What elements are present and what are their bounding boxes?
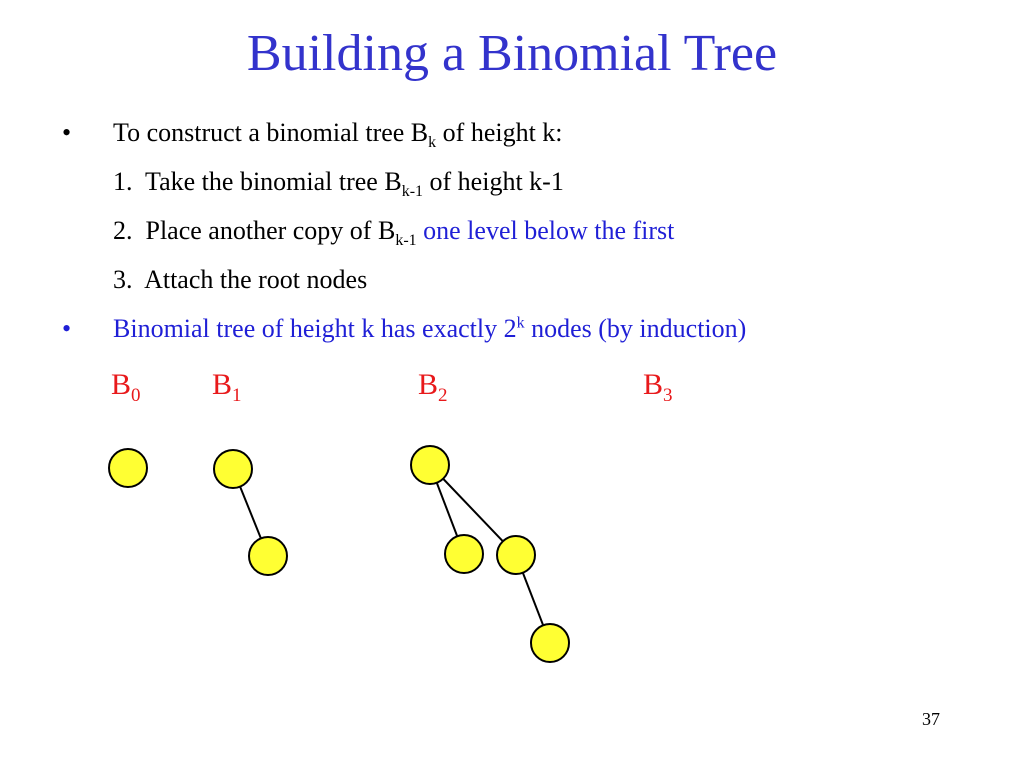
step-tail: of height k-1 (423, 167, 564, 196)
tree-label-sub: 1 (232, 385, 242, 406)
bullet-construct-sub: k (428, 134, 437, 152)
bullet-construct-text: To construct a binomial tree B (113, 118, 429, 147)
bullet-marker: • (62, 118, 72, 147)
step-text: Attach the root nodes (144, 265, 368, 294)
tree-label-letter: B (212, 368, 233, 401)
tree-label-sub: 3 (663, 385, 673, 406)
tree-label-b2: B2 (418, 368, 448, 406)
step-1: 1. Take the binomial tree Bk-1 of height… (113, 167, 564, 200)
tree-label-b3: B3 (643, 368, 673, 406)
bullet-node-count-tail: nodes (by induction) (524, 314, 747, 343)
bullet-node-count-text: Binomial tree of height k has exactly 2 (113, 314, 517, 343)
step-2: 2. Place another copy of Bk-1 one level … (113, 216, 675, 249)
tree-node-b2-left (444, 534, 484, 574)
step-sub: k-1 (401, 183, 424, 201)
page-number: 37 (922, 709, 940, 729)
tree-label-letter: B (643, 368, 664, 401)
bullet-marker: • (62, 314, 72, 343)
bullet-node-count: Binomial tree of height k has exactly 2k… (113, 314, 747, 343)
tree-label-letter: B (111, 368, 132, 401)
tree-label-letter: B (418, 368, 439, 401)
bullet-construct: To construct a binomial tree Bk of heigh… (113, 118, 563, 151)
tree-label-b1: B1 (212, 368, 242, 406)
tree-node-b0-root (108, 448, 148, 488)
tree-node-b1-child (248, 536, 288, 576)
tree-label-sub: 2 (438, 385, 448, 406)
tree-edge-b2-right (429, 464, 517, 556)
step-number: 2. (113, 216, 133, 245)
step-number: 3. (113, 265, 133, 294)
step-text: Place another copy of B (145, 216, 396, 245)
slide-title: Building a Binomial Tree (246, 25, 778, 82)
tree-node-b1-root (213, 449, 253, 489)
step-highlight: one level below the first (423, 216, 675, 245)
tree-node-b2-grandchild (530, 623, 570, 663)
step-text: Take the binomial tree B (145, 167, 402, 196)
tree-node-b2-right (496, 535, 536, 575)
step-number: 1. (113, 167, 133, 196)
bullet-construct-tail: of height k: (436, 118, 563, 147)
step-sub: k-1 (395, 232, 417, 250)
step-3: 3. Attach the root nodes (113, 267, 367, 293)
bullet-node-count-sup: k (516, 314, 525, 332)
tree-label-b0: B0 (111, 368, 141, 406)
tree-node-b2-root (410, 445, 450, 485)
tree-label-sub: 0 (131, 385, 141, 406)
